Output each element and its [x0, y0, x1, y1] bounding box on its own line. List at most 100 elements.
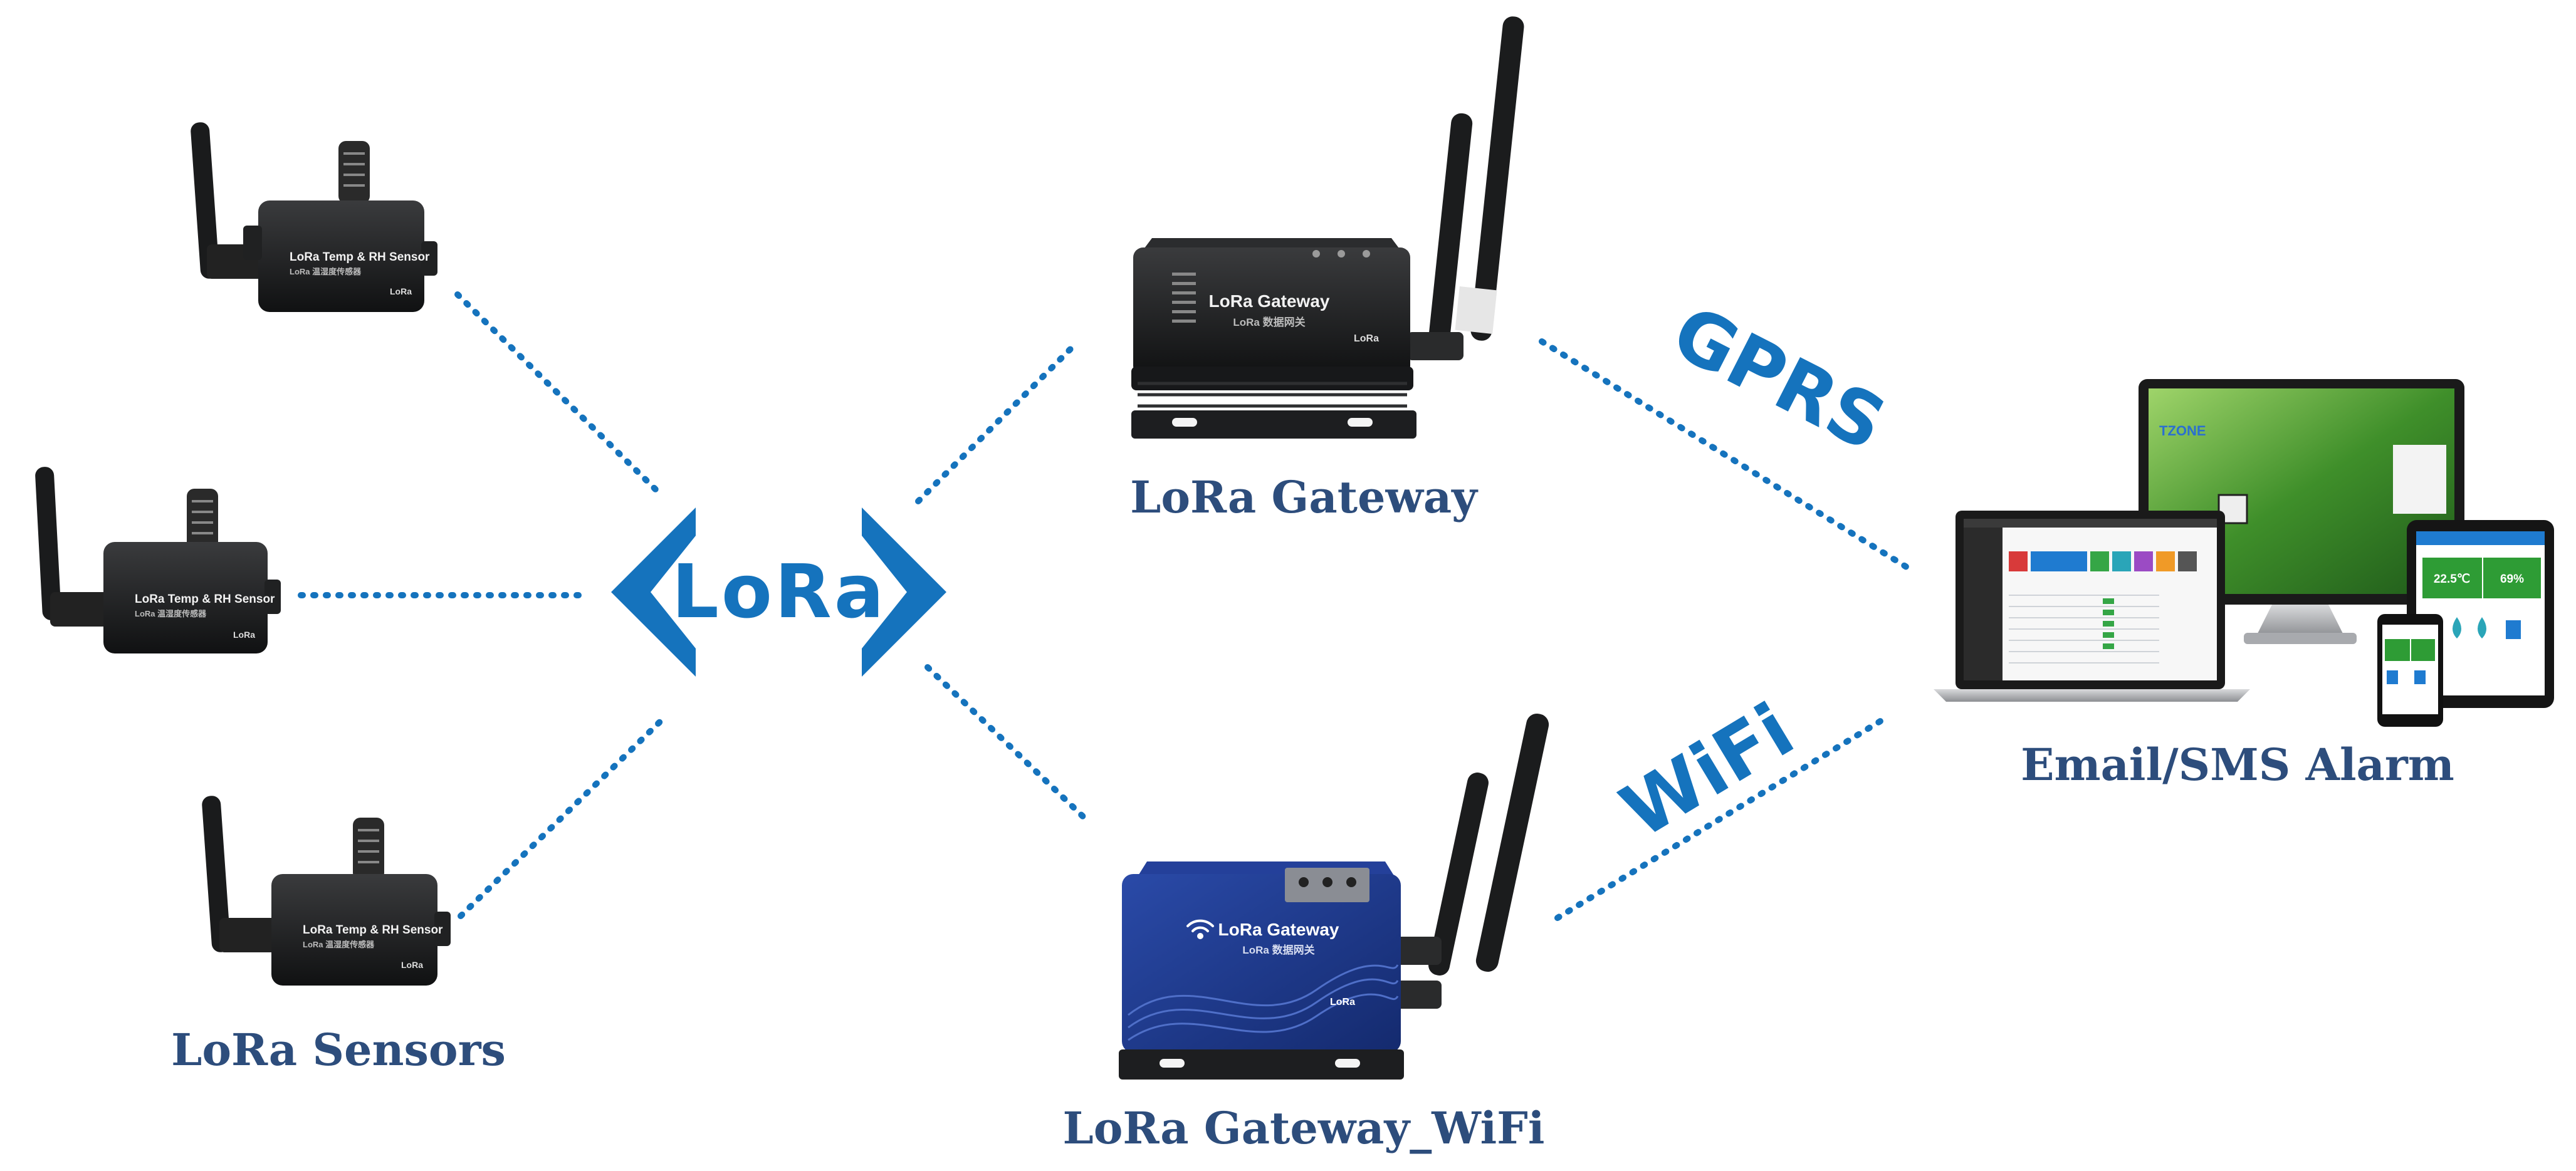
sensor-body	[258, 200, 424, 312]
phone-tile	[2411, 639, 2435, 661]
lora-tag-label: LoRa	[672, 548, 887, 635]
mount-tab-right	[264, 580, 281, 614]
tablet-temp-tile	[2422, 558, 2482, 598]
gateway-brand: LoRa	[1354, 333, 1379, 344]
antenna-label-band	[1455, 286, 1497, 334]
droplet-icon	[2453, 617, 2461, 638]
phone	[2377, 614, 2443, 727]
laptop	[1934, 511, 2250, 702]
mount-slot-left	[1172, 418, 1197, 427]
connection-lines	[298, 291, 1915, 921]
gateway-wifi-device-label: LoRa Gateway	[1218, 920, 1339, 939]
humidity-probe	[353, 818, 384, 880]
link-lora-gateway	[915, 341, 1078, 504]
droplet-icon	[2478, 617, 2486, 638]
tablet-header	[2416, 531, 2545, 545]
left-chevron-icon	[611, 507, 696, 677]
sensor-device-label: LoRa Temp & RH Sensor	[290, 251, 430, 264]
dashboard-table	[2009, 595, 2159, 664]
tablet-temp-value: 22.5℃	[2434, 573, 2470, 586]
login-panel	[2393, 445, 2446, 514]
phone-tile	[2385, 639, 2410, 661]
sensor-brand: LoRa	[233, 630, 255, 640]
gateway-body	[1133, 247, 1410, 376]
dashboard-tiles	[2009, 551, 2197, 571]
phone-screen	[2382, 625, 2438, 714]
antenna-icon	[1428, 113, 1473, 351]
tablet: 22.5℃ 69%	[2407, 520, 2554, 708]
caption-email-sms-alarm: Email/SMS Alarm	[2021, 739, 2454, 791]
sensor-body	[103, 542, 268, 653]
alarm-devices: TZONE	[1934, 379, 2554, 727]
antenna-icon	[35, 467, 61, 620]
wave-pattern	[1128, 978, 1399, 1029]
link-lora-gateway-wifi	[924, 664, 1091, 824]
sensor-device-sublabel: LoRa 温湿度传感器	[135, 609, 207, 618]
download-icon	[2506, 620, 2521, 639]
mount-tab-left	[243, 226, 262, 260]
mount-slot-left	[1160, 1059, 1185, 1068]
link-gatewaywifi-alarm-wifi	[1554, 714, 1890, 921]
sensor-device-label: LoRa Temp & RH Sensor	[135, 593, 275, 606]
sensor-device-1: LoRa Temp & RH Sensor LoRa 温湿度传感器 LoRa	[191, 122, 437, 312]
laptop-sidebar	[1964, 519, 2003, 680]
gprs-label: GPRS	[1659, 288, 1899, 467]
antenna-icon	[1470, 16, 1524, 341]
lora-gateway-device: LoRa Gateway LoRa 数据网关 LoRa	[1131, 16, 1524, 439]
monitor-logo: TZONE	[2159, 423, 2206, 439]
sensor-device-sublabel: LoRa 温湿度传感器	[303, 940, 375, 949]
phone-tile	[2414, 670, 2426, 684]
status-leds	[1312, 250, 1370, 258]
probe-vents	[358, 829, 379, 863]
caption-lora-sensors: LoRa Sensors	[171, 1024, 506, 1076]
gateway-device-sublabel: LoRa 数据网关	[1233, 316, 1305, 328]
probe-vents	[343, 152, 365, 187]
antenna-icon	[191, 122, 219, 279]
laptop-base	[1934, 689, 2250, 702]
tablet-rh-value: 69%	[2500, 573, 2524, 586]
gateway-device-label: LoRa Gateway	[1209, 291, 1330, 311]
phone-tile	[2387, 670, 2398, 684]
gateway-base-plate	[1131, 367, 1413, 390]
gateway-wifi-device-sublabel: LoRa 数据网关	[1242, 944, 1314, 956]
wave-pattern	[1128, 964, 1399, 1016]
antenna-icon	[1428, 773, 1489, 976]
wave-pattern	[1128, 993, 1399, 1041]
monitor-base	[2244, 633, 2357, 644]
sensor-device-3: LoRa Temp & RH Sensor LoRa 温湿度传感器 LoRa	[202, 796, 451, 986]
monitor-stand	[2256, 605, 2344, 636]
gateway-foot	[1131, 410, 1416, 439]
right-chevron-icon	[862, 507, 946, 677]
port-labels	[1172, 273, 1196, 323]
caption-lora-gateway-wifi: LoRa Gateway_WiFi	[1063, 1102, 1545, 1154]
gateway-wifi-brand: LoRa	[1330, 997, 1355, 1007]
gateway-wifi-foot	[1119, 1049, 1404, 1080]
link-sensor1-lora	[454, 291, 664, 498]
probe-vents	[192, 500, 213, 534]
antenna-base	[50, 592, 113, 627]
sensor-device-label: LoRa Temp & RH Sensor	[303, 924, 443, 937]
heatsink-fins	[1138, 382, 1407, 408]
sensor-device-2: LoRa Temp & RH Sensor LoRa 温湿度传感器 LoRa	[35, 467, 281, 653]
sensor-device-sublabel: LoRa 温湿度传感器	[290, 267, 362, 276]
mount-slot-right	[1335, 1059, 1360, 1068]
mount-tab-right	[434, 912, 451, 946]
sensor-brand: LoRa	[401, 960, 423, 970]
mount-slot-right	[1348, 418, 1373, 427]
lora-center-tag: LoRa	[611, 507, 946, 677]
sensor-brand: LoRa	[390, 286, 412, 296]
sensor-body	[271, 874, 437, 986]
antenna-connector	[1407, 332, 1463, 360]
antenna-icon	[1475, 714, 1549, 972]
laptop-screen	[1964, 519, 2217, 680]
status-cells	[2103, 598, 2114, 649]
antenna-icon	[202, 796, 231, 952]
humidity-probe	[338, 141, 370, 204]
link-gateway-alarm-gprs	[1539, 338, 1915, 573]
link-sensor3-lora	[458, 717, 664, 919]
laptop-topbar	[1964, 519, 2217, 528]
panel-buttons	[1299, 877, 1356, 887]
mount-tab-right	[421, 241, 437, 276]
